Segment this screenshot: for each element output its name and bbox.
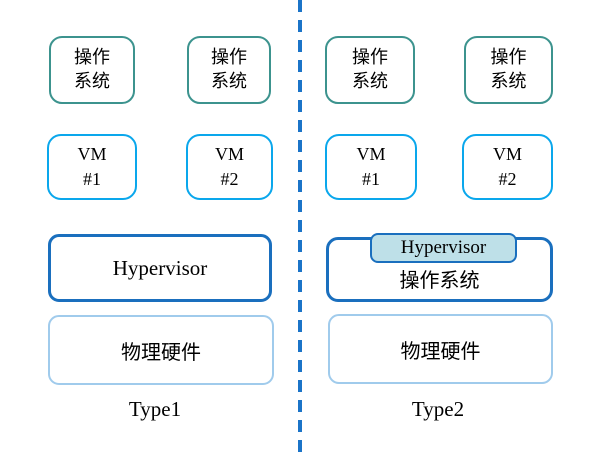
type2-vm-box-1: VM #1 (325, 134, 417, 200)
guest-os-label-line2: 系统 (352, 71, 388, 91)
vm-label-line1: VM (492, 144, 522, 165)
type1-guest-os-box-1: 操作 系统 (49, 36, 135, 104)
vm-label-line1: VM (77, 144, 107, 165)
guest-os-label-line1: 操作 (74, 47, 110, 68)
vm-label-line2: #1 (362, 169, 380, 189)
type1-hypervisor-box: Hypervisor (48, 234, 272, 302)
guest-os-label-line1: 操作 (352, 47, 388, 68)
hypervisor-label: Hypervisor (112, 255, 208, 280)
hypervisor-label: Hypervisor (400, 237, 487, 258)
type1-vm-box-1: VM #1 (47, 134, 137, 200)
type1-hardware-box: 物理硬件 (48, 315, 274, 385)
type2-vm-box-2: VM #2 (462, 134, 553, 200)
vm-label-line1: VM (214, 144, 244, 165)
type1-vm-box-2: VM #2 (186, 134, 273, 200)
type2-guest-os-box-2: 操作 系统 (464, 36, 553, 104)
guest-os-label-line2: 系统 (490, 71, 527, 91)
hardware-label: 物理硬件 (121, 341, 201, 364)
hardware-label: 物理硬件 (400, 340, 481, 363)
type2-panel-label: Type2 (411, 397, 465, 421)
guest-os-label-line1: 操作 (490, 47, 527, 68)
type2-hypervisor-box: Hypervisor (370, 233, 517, 263)
vm-label-line2: #2 (498, 169, 517, 189)
type2-hardware-box: 物理硬件 (328, 314, 553, 384)
vm-label-line2: #1 (83, 169, 101, 189)
guest-os-label-line2: 系统 (74, 71, 110, 91)
host-os-label: 操作系统 (399, 270, 480, 292)
vm-label-line1: VM (356, 144, 386, 165)
type2-guest-os-box-1: 操作 系统 (325, 36, 415, 104)
dashed-divider-line (298, 0, 302, 456)
type1-panel-label: Type1 (128, 397, 182, 421)
guest-os-label-line1: 操作 (211, 47, 247, 68)
guest-os-label-line2: 系统 (211, 71, 247, 91)
vm-label-line2: #2 (220, 169, 239, 189)
type1-guest-os-box-2: 操作 系统 (187, 36, 271, 104)
